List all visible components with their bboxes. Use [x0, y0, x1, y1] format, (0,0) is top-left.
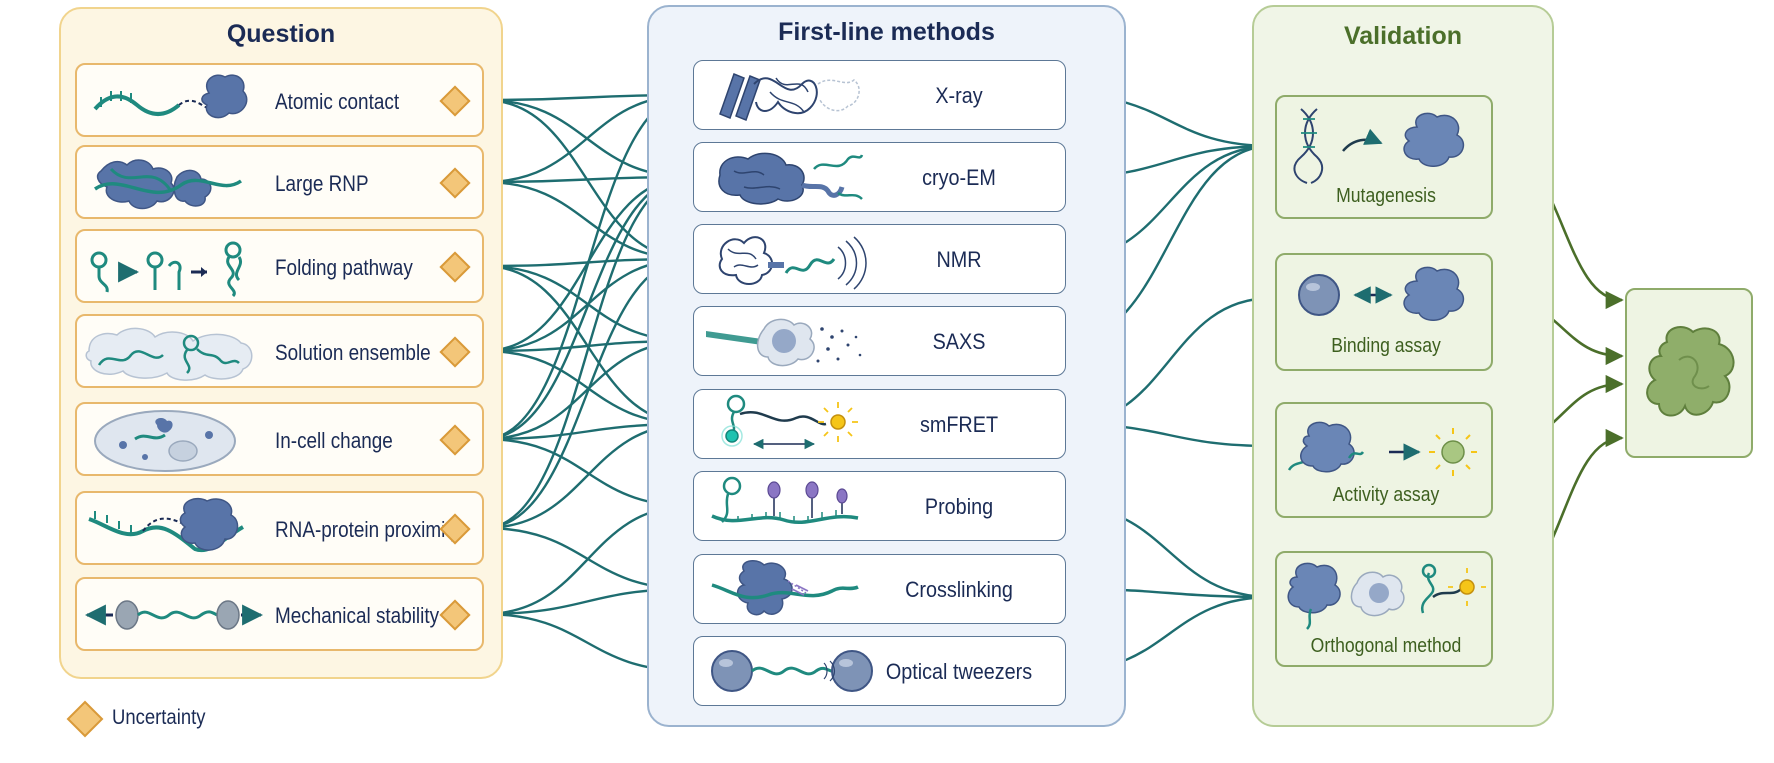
binding-icon: [1298, 266, 1465, 321]
question-card-folding-pathway: Folding pathway: [75, 229, 484, 303]
validation-card-binding-assay: Binding assay: [1275, 253, 1493, 371]
validation-title: Validation: [1343, 22, 1463, 50]
question-label: Atomic contact: [275, 89, 400, 114]
validation-label: Orthogonal method: [1310, 635, 1462, 657]
method-label: Probing: [924, 494, 994, 519]
method-label: Crosslinking: [905, 577, 1013, 602]
uncertainty-diamond-icon: [439, 85, 471, 117]
solution-ensemble-icon: [85, 327, 253, 381]
validated-structure-icon: [1646, 326, 1735, 417]
method-card-cryo-em: cryo-EM: [693, 142, 1066, 212]
chemical-probing-icon: [711, 476, 859, 525]
validation-label: Activity assay: [1332, 484, 1440, 506]
rna-protein-contact-icon: [93, 74, 248, 119]
method-card-x-ray: X-ray: [693, 60, 1066, 130]
uncertainty-diamond-icon: [439, 424, 471, 456]
activity-icon: [1287, 421, 1477, 476]
question-label: Folding pathway: [275, 255, 413, 280]
rna-protein-proximity-icon: [88, 497, 244, 553]
question-card-large-rnp: Large RNP: [75, 145, 484, 219]
question-title: Question: [226, 20, 336, 48]
question-card-solution-ensemble: Solution ensemble: [75, 314, 484, 388]
method-label: NMR: [936, 247, 982, 272]
question-label: RNA-protein proximity: [275, 517, 461, 542]
validation-card-orthogonal-method: Orthogonal method: [1275, 551, 1493, 667]
question-label: Mechanical stability: [275, 603, 440, 628]
question-card-atomic-contact: Atomic contact: [75, 63, 484, 137]
method-label: SAXS: [932, 329, 986, 354]
method-label: smFRET: [919, 412, 999, 437]
method-card-saxs: SAXS: [693, 306, 1066, 376]
method-card-crosslinking: Crosslinking: [693, 554, 1066, 624]
uncertainty-diamond-icon: [439, 167, 471, 199]
question-label: In-cell change: [275, 428, 393, 453]
method-label: cryo-EM: [922, 165, 996, 190]
method-label: Optical tweezers: [885, 659, 1033, 684]
bead-tether-icon: [84, 600, 264, 630]
question-label: Large RNP: [275, 171, 369, 196]
method-card-smfret: smFRET: [693, 389, 1066, 459]
method-card-optical-tweezers: Optical tweezers: [693, 636, 1066, 706]
crosslinking-icon: [711, 559, 859, 616]
question-card-rna-protein-proximity: RNA-protein proximity: [75, 491, 484, 565]
method-card-probing: Probing: [693, 471, 1066, 541]
uncertainty-diamond-icon: [439, 599, 471, 631]
cell-icon: [94, 410, 236, 472]
dna-to-protein-icon: [1293, 108, 1465, 184]
methods-title: First-line methods: [778, 18, 995, 46]
uncertainty-diamond-icon: [439, 251, 471, 283]
ribonucleoprotein-complex-icon: [94, 159, 243, 210]
validation-card-activity-assay: Activity assay: [1275, 402, 1493, 518]
optical-tweezers-icon: [711, 650, 873, 692]
question-label: Solution ensemble: [275, 340, 431, 365]
orthogonal-methods-icon: [1287, 562, 1486, 630]
folding-pathway-icon: [90, 241, 242, 298]
method-label: X-ray: [935, 83, 983, 108]
nmr-structure-icon: [718, 236, 867, 290]
cryo-em-density-icon: [718, 152, 864, 205]
question-card-mechanical-stability: Mechanical stability: [75, 577, 484, 651]
validation-card-mutagenesis: Mutagenesis: [1275, 95, 1493, 219]
crystal-structure-icon: [719, 73, 860, 121]
question-card-in-cell-change: In-cell change: [75, 402, 484, 476]
validation-label: Mutagenesis: [1336, 185, 1436, 207]
saxs-scattering-icon: [706, 318, 862, 367]
legend-uncertainty-label: Uncertainty: [112, 706, 206, 729]
uncertainty-diamond-icon: [439, 336, 471, 368]
fret-dye-pair-icon: [721, 394, 858, 450]
validation-label: Binding assay: [1331, 335, 1441, 357]
validated-structure-card: [1625, 288, 1753, 458]
method-card-nmr: NMR: [693, 224, 1066, 294]
